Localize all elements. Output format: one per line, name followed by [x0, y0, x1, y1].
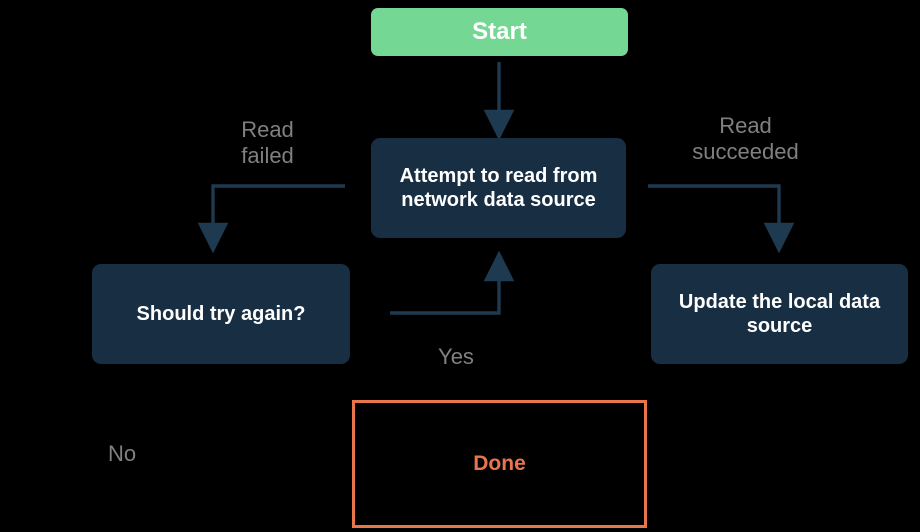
node-done[interactable]: Done — [352, 400, 647, 528]
edge-attempt-to-update — [648, 184, 795, 254]
edge-label-read-failed: Read failed — [241, 117, 294, 169]
node-update-local-data-source[interactable]: Update the local data source — [651, 264, 908, 364]
node-start[interactable]: Start — [371, 8, 628, 56]
edge-label-yes: Yes — [438, 344, 474, 369]
node-should-try-again[interactable]: Should try again? — [92, 264, 350, 364]
edge-label-read-succeeded: Read succeeded — [692, 113, 799, 165]
edge-attempt-to-retry — [197, 184, 345, 254]
edge-label-no: No — [107, 441, 137, 466]
node-attempt-to-read[interactable]: Attempt to read from network data source — [371, 138, 626, 238]
edge-retry-to-attempt — [390, 250, 515, 315]
